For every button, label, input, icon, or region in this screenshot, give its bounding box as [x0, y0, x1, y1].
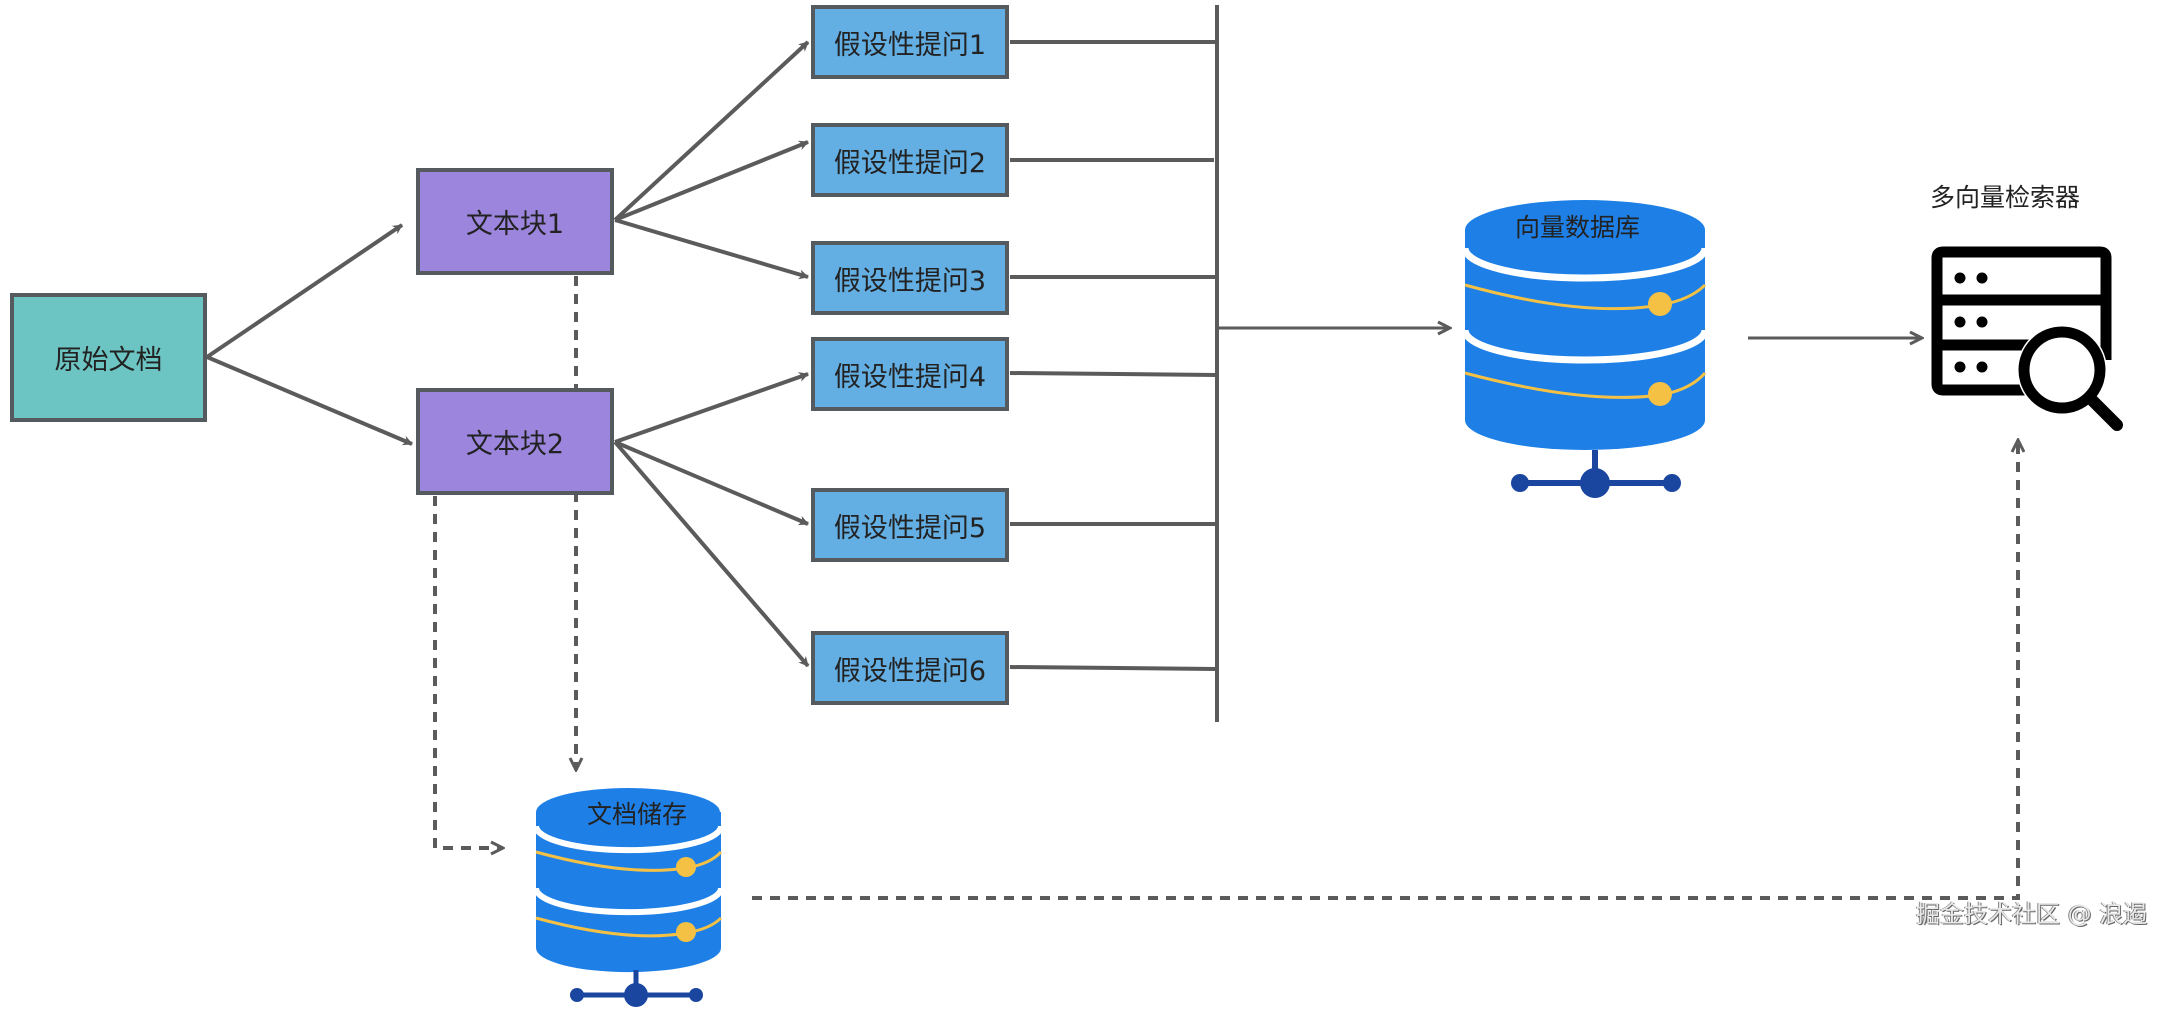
- source-document-label: 原始文档: [54, 345, 163, 376]
- source-document-node: 原始文档: [10, 293, 207, 422]
- question-label: 假设性提问6: [833, 655, 987, 687]
- line-q6-bus: [1009, 665, 1217, 671]
- doc-store-label: 文档储存: [587, 800, 688, 829]
- question-node-1: 假设性提问1: [811, 5, 1009, 79]
- question-label: 假设性提问5: [833, 512, 987, 544]
- arrow-chunk2-q6: [613, 440, 810, 668]
- dashed-chunk2-docstore: [433, 496, 503, 848]
- doc-store-icon: [533, 788, 724, 1007]
- arrow-chunk2-q5: [614, 440, 809, 526]
- dashed-docstore-retriever: [752, 440, 2018, 900]
- line-q4-bus: [1009, 371, 1217, 377]
- question-node-5: 假设性提问5: [811, 488, 1009, 562]
- watermark: 掘金技术社区 @ 浪遏: [1916, 900, 2148, 928]
- server-search-icon: [1931, 246, 2123, 431]
- vector-db-label: 向量数据库: [1515, 213, 1641, 242]
- retriever-label: 多向量检索器: [1930, 183, 2081, 212]
- question-label: 假设性提问3: [833, 265, 987, 297]
- chunk-label: 文本块2: [465, 429, 565, 460]
- question-label: 假设性提问1: [833, 29, 987, 61]
- chunk-node-1: 文本块1: [416, 168, 614, 275]
- arrow-chunk1-q1: [613, 40, 810, 222]
- arrow-chunk2-q4: [614, 372, 809, 444]
- question-label: 假设性提问4: [833, 361, 987, 393]
- chunk-node-2: 文本块2: [416, 388, 614, 495]
- arrow-source-chunk1: [205, 223, 404, 359]
- question-node-3: 假设性提问3: [811, 241, 1009, 315]
- arrow-source-chunk2: [206, 355, 413, 446]
- question-node-2: 假设性提问2: [811, 123, 1009, 197]
- vector-db-icon: [1461, 200, 1709, 498]
- arrow-chunk1-q3: [614, 218, 809, 280]
- arrow-chunk1-q2: [614, 140, 809, 222]
- question-node-4: 假设性提问4: [811, 337, 1009, 411]
- question-node-6: 假设性提问6: [811, 631, 1009, 705]
- chunk-label: 文本块1: [465, 209, 565, 240]
- question-label: 假设性提问2: [833, 147, 987, 179]
